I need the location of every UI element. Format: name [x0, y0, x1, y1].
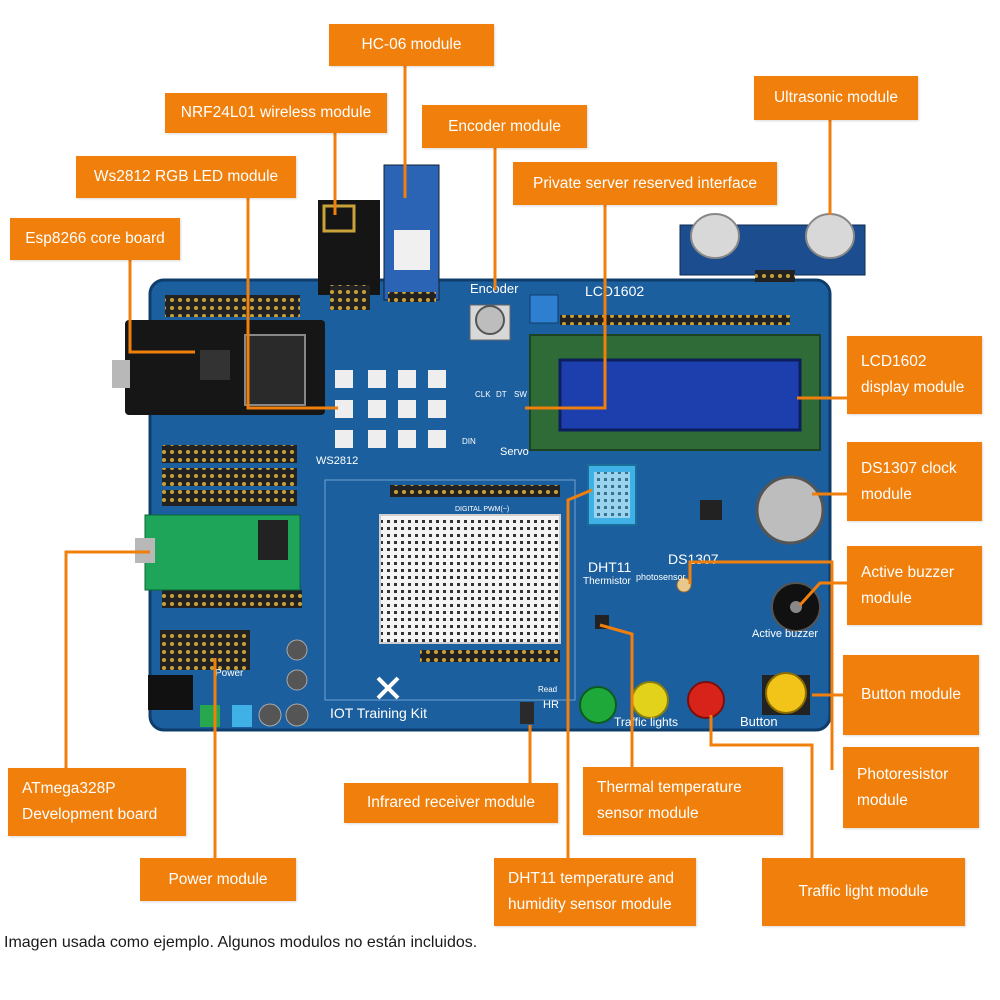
- power-terminal-green: [200, 705, 220, 727]
- callout-hc06: HC-06 module: [329, 24, 494, 66]
- header-power-area: [160, 630, 250, 670]
- callout-encoder: Encoder module: [422, 105, 587, 148]
- esp8266-module: [244, 334, 306, 406]
- ultrasonic-left-transducer: [690, 213, 740, 259]
- power-switch: [232, 705, 252, 727]
- kit-logo-mark: [376, 676, 400, 700]
- capacitor-4: [286, 639, 308, 661]
- board-label-servo: Servo: [500, 446, 529, 458]
- callout-traffic: Traffic light module: [762, 858, 965, 926]
- board-label-lcd1602: LCD1602: [585, 283, 644, 299]
- board-label-dht11: DHT11: [588, 559, 632, 575]
- board-label-digital-pwm: DIGITAL PWM(~): [455, 506, 509, 513]
- line-private-server: [525, 205, 607, 410]
- breadboard-header-top: [390, 485, 560, 497]
- ds1307-chip: [700, 500, 722, 520]
- board-label-read: Read: [538, 685, 557, 694]
- board-label-sw: SW: [514, 390, 527, 399]
- board-label-ws2812: WS2812: [316, 455, 358, 467]
- callout-ws2812: Ws2812 RGB LED module: [76, 156, 296, 198]
- ds1307-battery: [755, 475, 825, 545]
- dht11-grid: [594, 472, 630, 518]
- board-label-dt: DT: [496, 390, 507, 399]
- line-thermal: [599, 623, 634, 767]
- callout-atmega: ATmega328P Development board: [8, 768, 186, 836]
- callout-ds1307: DS1307 clock module: [847, 442, 982, 521]
- header-left-4: [162, 590, 302, 608]
- breadboard-header-bottom: [420, 650, 560, 662]
- led-green: [579, 686, 617, 724]
- line-buzzer: [798, 581, 847, 607]
- image-caption: Imagen usada como ejemplo. Algunos modul…: [4, 934, 478, 951]
- header-top-left: [165, 295, 300, 317]
- infrared-receiver: [520, 702, 534, 724]
- header-left-1: [162, 445, 297, 463]
- esp8266-usb: [112, 360, 130, 388]
- hc06-pins: [388, 292, 436, 302]
- photoresistor-sensor: [676, 577, 692, 593]
- header-left-3: [162, 490, 297, 506]
- ws2812-led-grid: [335, 370, 446, 448]
- board-label-active-buzzer: Active buzzer: [752, 628, 818, 640]
- callout-dht11: DHT11 temperature and humidity sensor mo…: [494, 858, 696, 926]
- encoder-knob: [475, 305, 505, 335]
- line-esp8266: [128, 260, 195, 354]
- line-photoresistor: [688, 560, 834, 770]
- callout-thermal: Thermal temperature sensor module: [583, 767, 783, 835]
- board-label-hr: HR: [543, 699, 559, 711]
- connector-lines: [64, 66, 847, 858]
- ultrasonic-pins: [755, 270, 795, 282]
- header-left-2: [162, 468, 297, 486]
- callout-nrf24: NRF24L01 wireless module: [165, 93, 387, 133]
- led-yellow: [631, 681, 669, 719]
- board-label-thermistor: Thermistor: [583, 576, 631, 587]
- callout-photoresistor: Photoresistor module: [843, 747, 979, 828]
- nrf24-module: [318, 200, 380, 295]
- callout-esp8266: Esp8266 core board: [10, 218, 180, 260]
- board-label-button: Button: [740, 714, 778, 729]
- lcd1602-screen: [558, 358, 802, 432]
- board-label-traffic-lights: Traffic lights: [614, 715, 678, 729]
- board-label-photosensor: photosensor: [636, 572, 686, 582]
- lcd1602-header: [560, 315, 790, 325]
- capacitor-3: [286, 669, 308, 691]
- line-dht11: [566, 488, 593, 858]
- nrf24-pins: [330, 285, 370, 310]
- callout-button: Button module: [843, 655, 979, 735]
- ultrasonic-right-transducer: [805, 213, 855, 259]
- line-atmega: [64, 550, 150, 768]
- callout-private-server: Private server reserved interface: [513, 162, 777, 205]
- board-label-clk: CLK: [475, 390, 491, 399]
- board-label-ds1307: DS1307: [668, 551, 719, 567]
- potentiometer: [529, 294, 559, 324]
- callout-ultrasonic: Ultrasonic module: [754, 76, 918, 120]
- esp8266-chip: [200, 350, 230, 380]
- nrf24-antenna: [322, 204, 356, 233]
- line-ws2812: [246, 198, 338, 410]
- hc06-chip: [394, 230, 430, 270]
- capacitor-1: [258, 703, 282, 727]
- callout-infrared: Infrared receiver module: [344, 783, 558, 823]
- line-traffic: [709, 715, 814, 858]
- callout-power: Power module: [140, 858, 296, 901]
- board-silkscreen-area: [324, 479, 576, 701]
- board-label-kit: IOT Training Kit: [330, 705, 427, 721]
- led-red: [687, 681, 725, 719]
- callout-lcd1602: LCD1602 display module: [847, 336, 982, 414]
- power-jack: [148, 675, 193, 710]
- breadboard: [379, 514, 561, 644]
- callout-active-buzzer: Active buzzer module: [847, 546, 982, 625]
- board-label-din: DIN: [462, 437, 476, 446]
- atmega-chip: [258, 520, 288, 560]
- button-cap: [765, 672, 807, 714]
- capacitor-2: [285, 703, 309, 727]
- board-label-power: Power: [215, 668, 244, 679]
